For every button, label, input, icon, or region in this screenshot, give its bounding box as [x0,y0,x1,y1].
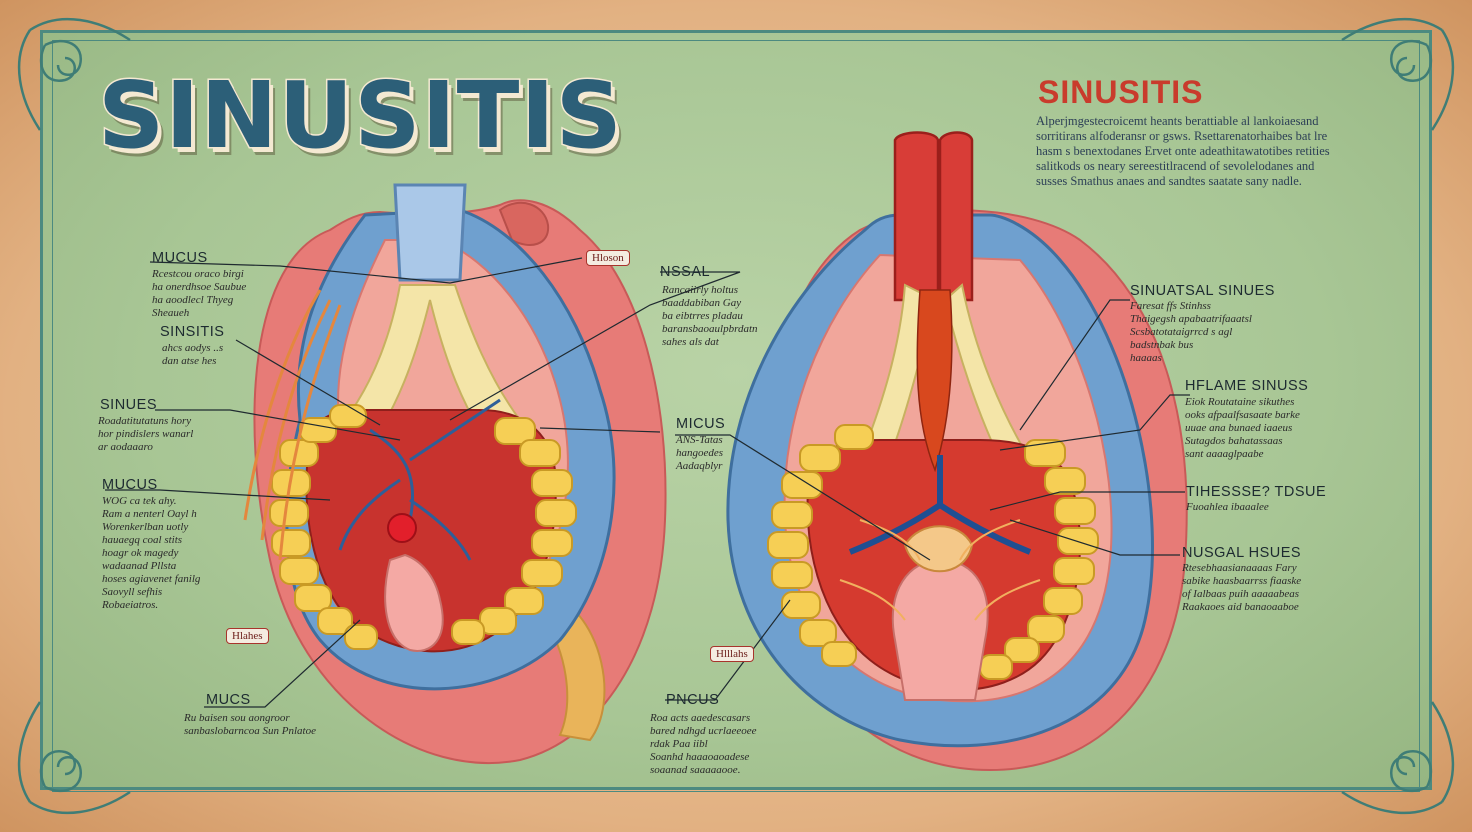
desc-line: ha aoodlecl Thyeg [152,294,234,306]
desc-line: uuae ana bunaed iaaeus [1185,422,1293,434]
desc-line: hauaegq coal stits [102,534,183,546]
desc-nusgal-hsues: Rtesebhaasianaaaas Fary sabike haasbaarr… [1182,562,1301,614]
desc-line: wadaanad Pllsta [102,560,177,572]
desc-line: haaaas [1130,352,1162,364]
desc-line: Ru baisen sou aongroor [184,712,290,724]
label-nusgal-hsues: NUSGAL HSUES [1182,545,1302,561]
desc-tihessse-tdsue: Fuoahlea ibaaalee [1186,501,1269,514]
label-tihessse-tdsue: TIHESSSE? TDSUE [1186,484,1327,500]
desc-line: Sutagdos bahatassaas [1185,435,1283,447]
desc-pncus: Roa acts aaedescasars bared ndhgd ucrlae… [650,712,757,777]
label-sinues: SINUES [100,397,157,413]
desc-line: Saovyll sefhis [102,586,163,598]
desc-line: Robaeiatros. [102,599,159,611]
desc-line: hangoedes [676,447,724,459]
desc-line: Worenkerlban uotly [102,521,189,533]
desc-line: Rcestcou oraco birgi [152,268,244,280]
desc-sinsitis: ahcs aodys ..s dan atse hes [162,342,223,368]
desc-line: of Ialbaas puih aaaaabeas [1182,588,1300,600]
desc-line: rdak Paa iibl [650,738,708,750]
desc-line: hor pindislers wanarl [98,428,194,440]
desc-line: ahcs aodys ..s [162,342,224,354]
desc-line: baaddabiban Gay [662,297,742,309]
desc-line: badstnbak bus [1130,339,1194,351]
intro-line: sorritirans alfoderansr or gsws. Rsettar… [1036,129,1328,143]
intro-text: Alperjmgestecroicemt heants berattiable … [1036,114,1396,189]
tag-hlahes: Hlahes [226,628,269,644]
tag-hloson: Hloson [586,250,630,266]
desc-line: Raakaoes aid banaoaaboe [1182,601,1299,613]
label-hflame-sinuss: HFLAME SINUSS [1185,378,1309,394]
desc-line: hoses agiavenet fanilg [102,573,201,585]
desc-line: hoagr ok magedy [102,547,179,559]
desc-line: Scsbatotataigrrcd s agl [1130,326,1233,338]
desc-mucs: Ru baisen sou aongroor sanbaslobarncoa S… [184,712,316,738]
corner-ornaments [17,17,1455,815]
desc-line: ANS-Tatas [676,434,723,446]
desc-line: sahes als dat [662,336,719,348]
label-nssal: NSSAL [660,264,711,280]
desc-line: sanbaslobarncoa Sun Pnlatoe [184,725,316,737]
desc-line: Fuoahlea ibaaalee [1186,501,1269,513]
desc-line: ar aodaaaro [98,441,153,453]
desc-line: dan atse hes [162,355,217,367]
desc-line: Roadatitutatuns hory [98,415,192,427]
leader-lines [105,257,1190,708]
right-sinus-cross-section [726,131,1188,772]
intro-line: susses Smathus anaes and sandtes saatate… [1036,174,1302,188]
desc-line: Roa acts aaedescasars [650,712,751,724]
subtitle: SINUSITIS [1038,74,1204,110]
desc-line: Soanhd haaaoaoadese [650,751,750,763]
intro-line: hasm s benextodanes Ervet onte adeathita… [1036,144,1330,158]
label-sinuatsal-sinues: SINUATSAL SINUES [1130,283,1275,299]
label-sinsitis: SINSITIS [160,324,225,340]
desc-line: soaanad saaaaaooe. [650,764,741,776]
intro-line: salitkods os neary sereestitlracend of s… [1036,159,1315,173]
label-mucus-1: MUCUS [152,250,208,266]
desc-line: ooks afpaalfsasaate barke [1185,409,1300,421]
desc-line: WOG ca tek ahy. [102,495,177,507]
label-micus: MICUS [676,416,726,432]
desc-line: Thaigegsh apabaatrifaaatsl [1130,313,1252,325]
desc-sinues: Roadatitutatuns hory hor pindislers wana… [98,415,193,454]
desc-line: bared ndhgd ucrlaeeoee [650,725,757,737]
desc-mucus-1: Rcestcou oraco birgi ha onerdhsoe Saubue… [152,268,246,320]
desc-line: Ram a nenterl Oayl h [102,508,197,520]
desc-line: ha onerdhsoe Saubue [152,281,247,293]
desc-line: ba eibtrres pladau [662,310,743,322]
desc-line: baransbaoaulpbrdatn [662,323,758,335]
desc-line: Aadaqblyr [676,460,723,472]
label-pncus: PNCUS [666,692,720,708]
desc-sinuatsal-sinues: Faresat ffs Stinhss Thaigegsh apabaatrif… [1130,300,1252,365]
tag-hlllahs: Hlllahs [710,646,754,662]
left-sinus-cross-section [243,183,667,765]
desc-line: Eiok Routataine sikuthes [1185,396,1295,408]
label-mucus-2: MUCUS [102,477,158,493]
desc-mucus-2: WOG ca tek ahy. Ram a nenterl Oayl h Wor… [102,495,200,612]
label-mucs: MUCS [206,692,251,708]
desc-micus: ANS-Tatas hangoedes Aadaqblyr [676,434,723,473]
desc-nssal: Rancaiirly holtus baaddabiban Gay ba eib… [662,284,758,349]
desc-line: sabike haasbaarrss fiaaske [1182,575,1302,587]
page-title: SINUSITIS [97,61,624,171]
desc-hflame-sinuss: Eiok Routataine sikuthes ooks afpaalfsas… [1185,396,1300,461]
left-yellow-tissue-ring [269,404,577,650]
intro-line: Alperjmgestecroicemt heants berattiable … [1036,114,1319,128]
right-yellow-tissue-ring [767,424,1099,680]
desc-line: Sheaueh [152,307,190,319]
desc-line: Faresat ffs Stinhss [1130,300,1211,312]
desc-line: Rtesebhaasianaaaas Fary [1182,562,1297,574]
desc-line: sant aaaaglpaabe [1185,448,1264,460]
desc-line: Rancaiirly holtus [662,284,739,296]
